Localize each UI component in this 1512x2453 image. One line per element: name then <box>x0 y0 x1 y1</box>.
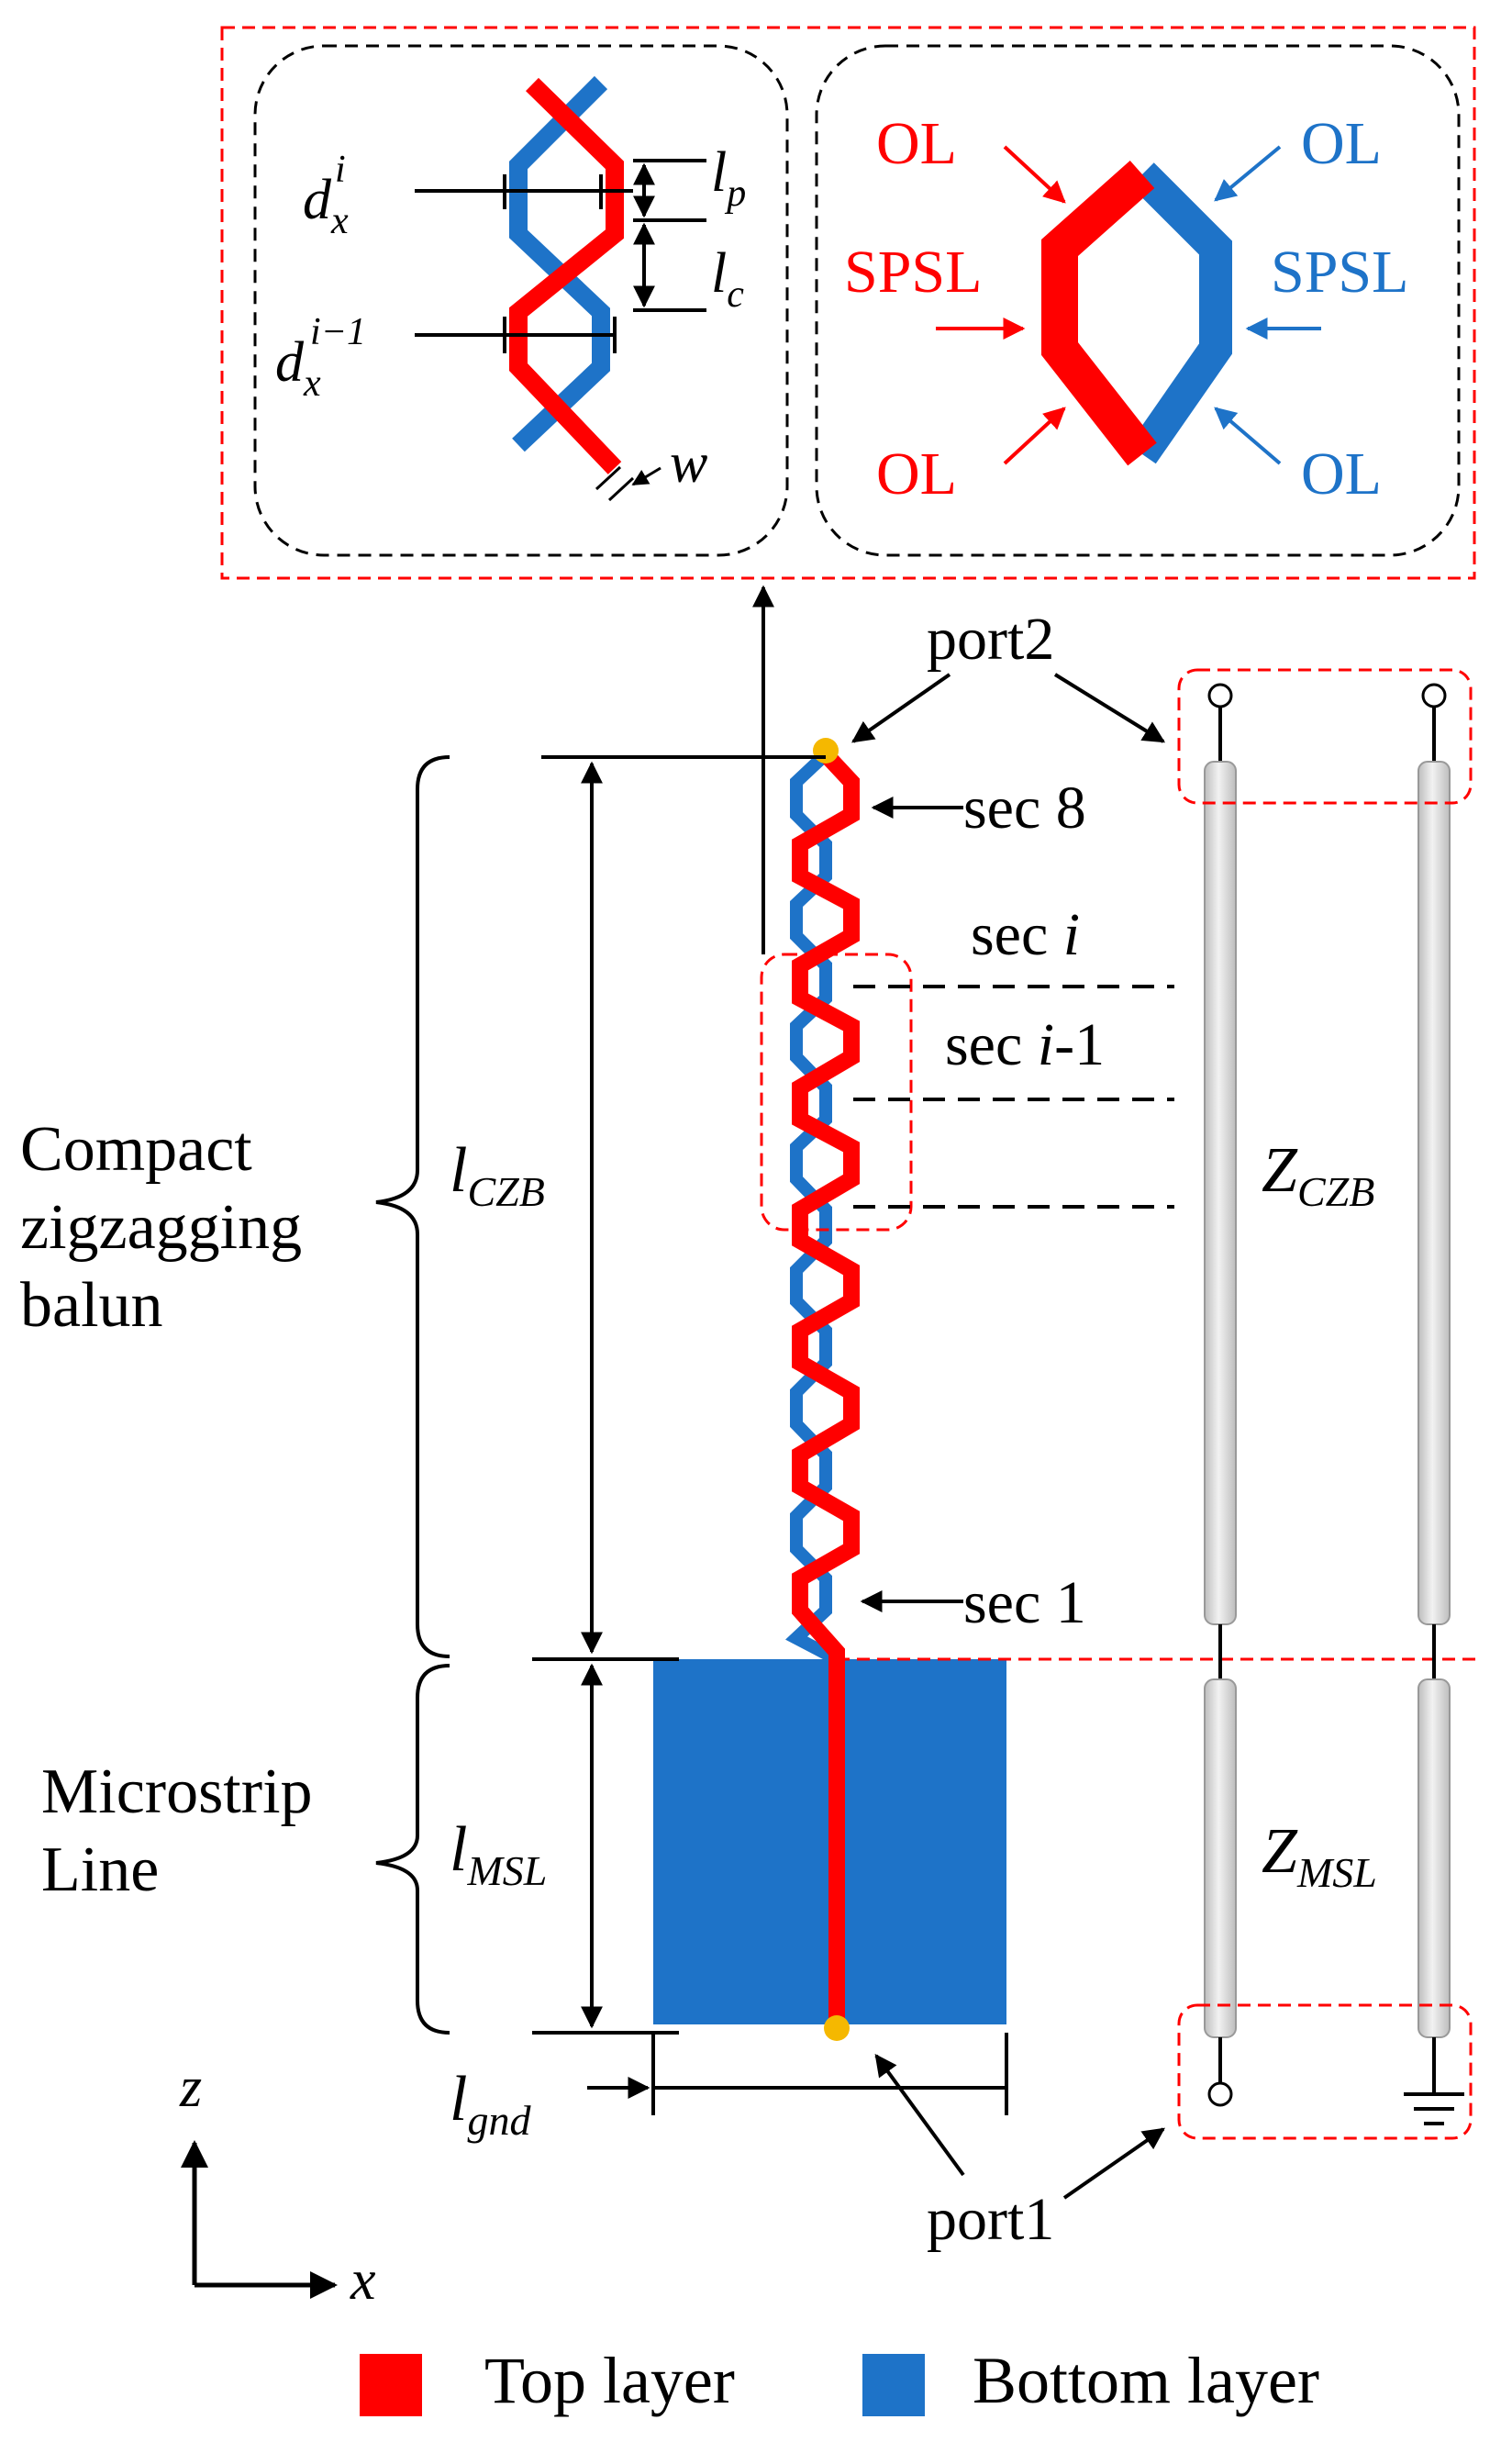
z-czb-label: ZCZB <box>1262 1135 1374 1215</box>
x-axis-label: x <box>350 2249 376 2312</box>
svg-text:dx: dx <box>303 169 349 242</box>
dx-im1-label: d <box>275 331 305 394</box>
svg-text:lc: lc <box>711 242 744 316</box>
lc-label: l <box>711 242 727 305</box>
section-highlight-box <box>760 953 913 1232</box>
spsl-left-label: SPSL <box>844 239 982 306</box>
svg-text:dx: dx <box>275 331 321 405</box>
czb-brace <box>375 755 450 1658</box>
equivalent-circuit <box>1177 668 1473 2140</box>
msl-brace <box>375 1664 450 2035</box>
port2-box <box>1177 668 1473 805</box>
inset-left-box <box>253 44 789 557</box>
port1-label: port1 <box>927 2186 1054 2253</box>
inset-right-panel: OL SPSL OL OL SPSL OL <box>815 44 1461 557</box>
legend-top-layer-swatch <box>360 2354 422 2416</box>
legend-bottom-layer-swatch <box>862 2354 925 2416</box>
sec1-label: sec 1 <box>963 1569 1086 1636</box>
sec8-label: sec 8 <box>963 775 1086 842</box>
svg-text:lp: lp <box>711 141 746 215</box>
legend: Top layer Bottom layer <box>360 2344 1319 2417</box>
l-czb-label: lCZB <box>450 1135 545 1215</box>
czb-label-line3: balun <box>20 1270 163 1341</box>
z-msl-label: ZMSL <box>1262 1816 1377 1896</box>
lp-label: l <box>711 141 727 204</box>
port2-label: port2 <box>927 606 1054 673</box>
inset-left-panel: dx i dx i−1 lp lc w <box>253 44 789 557</box>
czb-label-line2: zigzagging <box>20 1192 302 1263</box>
inset-right-red-trace <box>1041 161 1157 466</box>
l-gnd-label: lgnd <box>450 2064 531 2144</box>
msl-label-line1: Microstrip <box>41 1756 313 1827</box>
ol-top-right-label: OL <box>1301 110 1382 177</box>
ol-bottom-left-label: OL <box>876 440 957 507</box>
dx-im1-sup: i−1 <box>310 311 366 353</box>
inset-left-red-trace <box>509 77 624 474</box>
port1-dot <box>824 2015 850 2041</box>
inset-outer-box <box>220 26 1476 580</box>
blue-zigzag-trace <box>785 749 840 1666</box>
msl-label-line2: Line <box>41 1834 159 1905</box>
inset-right-blue-trace <box>1128 162 1232 464</box>
sec-i-label: sec i <box>971 901 1080 968</box>
axis-indicator: z x <box>179 2057 376 2312</box>
dx-i-sup: i <box>335 149 346 191</box>
z-axis-label: z <box>179 2057 202 2119</box>
w-label: w <box>670 432 707 495</box>
ol-top-left-label: OL <box>876 110 957 177</box>
legend-top-layer-label: Top layer <box>484 2344 735 2417</box>
red-zigzag-trace <box>792 748 860 2028</box>
port1-box <box>1177 2003 1473 2140</box>
sec-i-minus-1-label: sec i-1 <box>945 1011 1105 1078</box>
ol-bottom-right-label: OL <box>1301 440 1382 507</box>
l-msl-label: lMSL <box>450 1814 547 1894</box>
czb-label-line1: Compact <box>20 1114 252 1185</box>
legend-bottom-layer-label: Bottom layer <box>973 2344 1319 2417</box>
port2-dot <box>813 738 839 764</box>
dx-i-label: d <box>303 169 332 231</box>
inset-right-box <box>815 44 1461 557</box>
spsl-right-label: SPSL <box>1271 239 1408 306</box>
